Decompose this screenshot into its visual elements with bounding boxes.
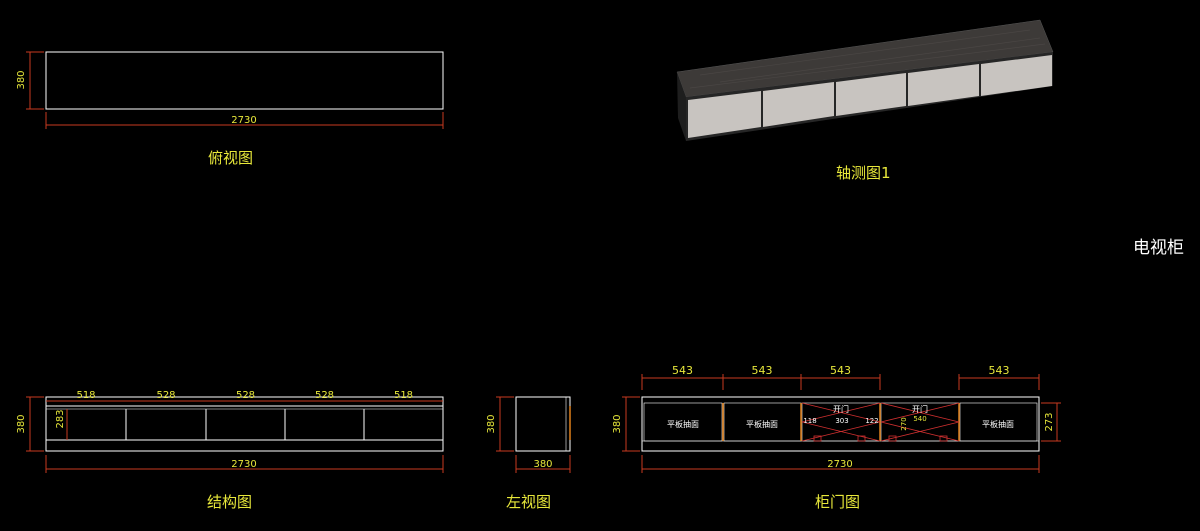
drawing-title: 电视柜: [1133, 238, 1184, 258]
top-view-depth-dim: 380: [16, 70, 27, 89]
structure-width-dim-line: [45, 455, 444, 473]
structure-partitions: [125, 409, 365, 440]
iso-door-3: [836, 73, 906, 116]
door-width-dim-line: [641, 455, 1040, 473]
top-view-width-dim-line: [45, 112, 444, 129]
door-panel-5: [959, 402, 1038, 442]
door-panel-5-label: 平板抽面: [982, 419, 1014, 429]
structure-outline: [45, 396, 444, 452]
door-view-outline: [641, 396, 1040, 452]
door-inner-dim-540: 540: [913, 415, 926, 423]
door-panel-1: [643, 402, 723, 442]
door-inner-dim-270: 270: [900, 417, 908, 430]
door-panel-3-open-label: 开门: [833, 404, 849, 414]
top-view-label: 俯视图: [208, 149, 254, 167]
iso-door-2: [763, 82, 834, 127]
iso-door-5: [981, 55, 1052, 96]
isometric-view: [676, 19, 1054, 141]
structure-width-dim: 2730: [231, 459, 256, 470]
left-view-depth-dim: 380: [533, 459, 552, 470]
structure-compartment-dim: 518: [76, 390, 95, 401]
top-view-outline: [45, 51, 444, 110]
left-view-depth-dim-line: [515, 455, 571, 473]
iso-door-4: [908, 64, 979, 106]
door-top-dim: 543: [672, 364, 693, 377]
structure-view: 518 528 528 528 518 283 380 2730: [16, 390, 444, 473]
drawer-handles: [813, 435, 948, 442]
structure-compartment-dims: 518 528 528 528 518: [46, 390, 443, 402]
door-inner-dim-122: 122: [865, 417, 878, 425]
structure-inner-height-dim: 283: [55, 409, 66, 428]
top-view: 380 2730: [16, 51, 444, 129]
iso-side-panel: [677, 72, 686, 141]
structure-height-dim-line: [26, 396, 44, 452]
iso-view-label: 轴测图1: [836, 164, 891, 182]
door-top-dims: 543 543 543 543: [641, 364, 1040, 390]
structure-compartment-dim: 528: [236, 390, 255, 401]
left-view-height-dim-line: [496, 396, 514, 452]
door-inner-dim-303: 303: [835, 417, 848, 425]
top-view-width-dim: 2730: [231, 115, 256, 126]
door-panel-1-label: 平板抽面: [667, 419, 699, 429]
door-top-dim: 543: [830, 364, 851, 377]
door-panel-2-label: 平板抽面: [746, 419, 778, 429]
door-panel-4-open-label: 开门: [912, 404, 928, 414]
structure-compartment-dim: 518: [394, 390, 413, 401]
door-top-dim: 543: [989, 364, 1010, 377]
left-view-outline: [515, 396, 571, 452]
iso-wood-grain: [689, 29, 1046, 89]
door-inner-dim-118: 118: [803, 417, 816, 425]
door-panel-height-dim-line: [1041, 402, 1061, 442]
structure-compartment-dim: 528: [315, 390, 334, 401]
iso-door-1: [688, 91, 761, 138]
door-panel-height-dim: 273: [1044, 412, 1055, 431]
top-view-depth-dim-line: [26, 51, 44, 110]
door-width-dim: 2730: [827, 459, 852, 470]
structure-compartment-dim: 528: [156, 390, 175, 401]
door-top-dim: 543: [752, 364, 773, 377]
left-view-height-dim: 380: [486, 414, 497, 433]
structure-view-label: 结构图: [207, 493, 253, 511]
door-view: 平板抽面 平板抽面 平板抽面 开门 开门 118 303 122 270 540…: [612, 364, 1061, 473]
door-open-indicators: [801, 402, 960, 442]
structure-height-dim: 380: [16, 414, 27, 433]
left-view-label: 左视图: [506, 493, 552, 511]
door-height-dim: 380: [612, 414, 623, 433]
door-height-dim-line: [622, 396, 640, 452]
door-view-label: 柜门图: [815, 493, 861, 511]
left-view: 380 380: [486, 396, 571, 473]
